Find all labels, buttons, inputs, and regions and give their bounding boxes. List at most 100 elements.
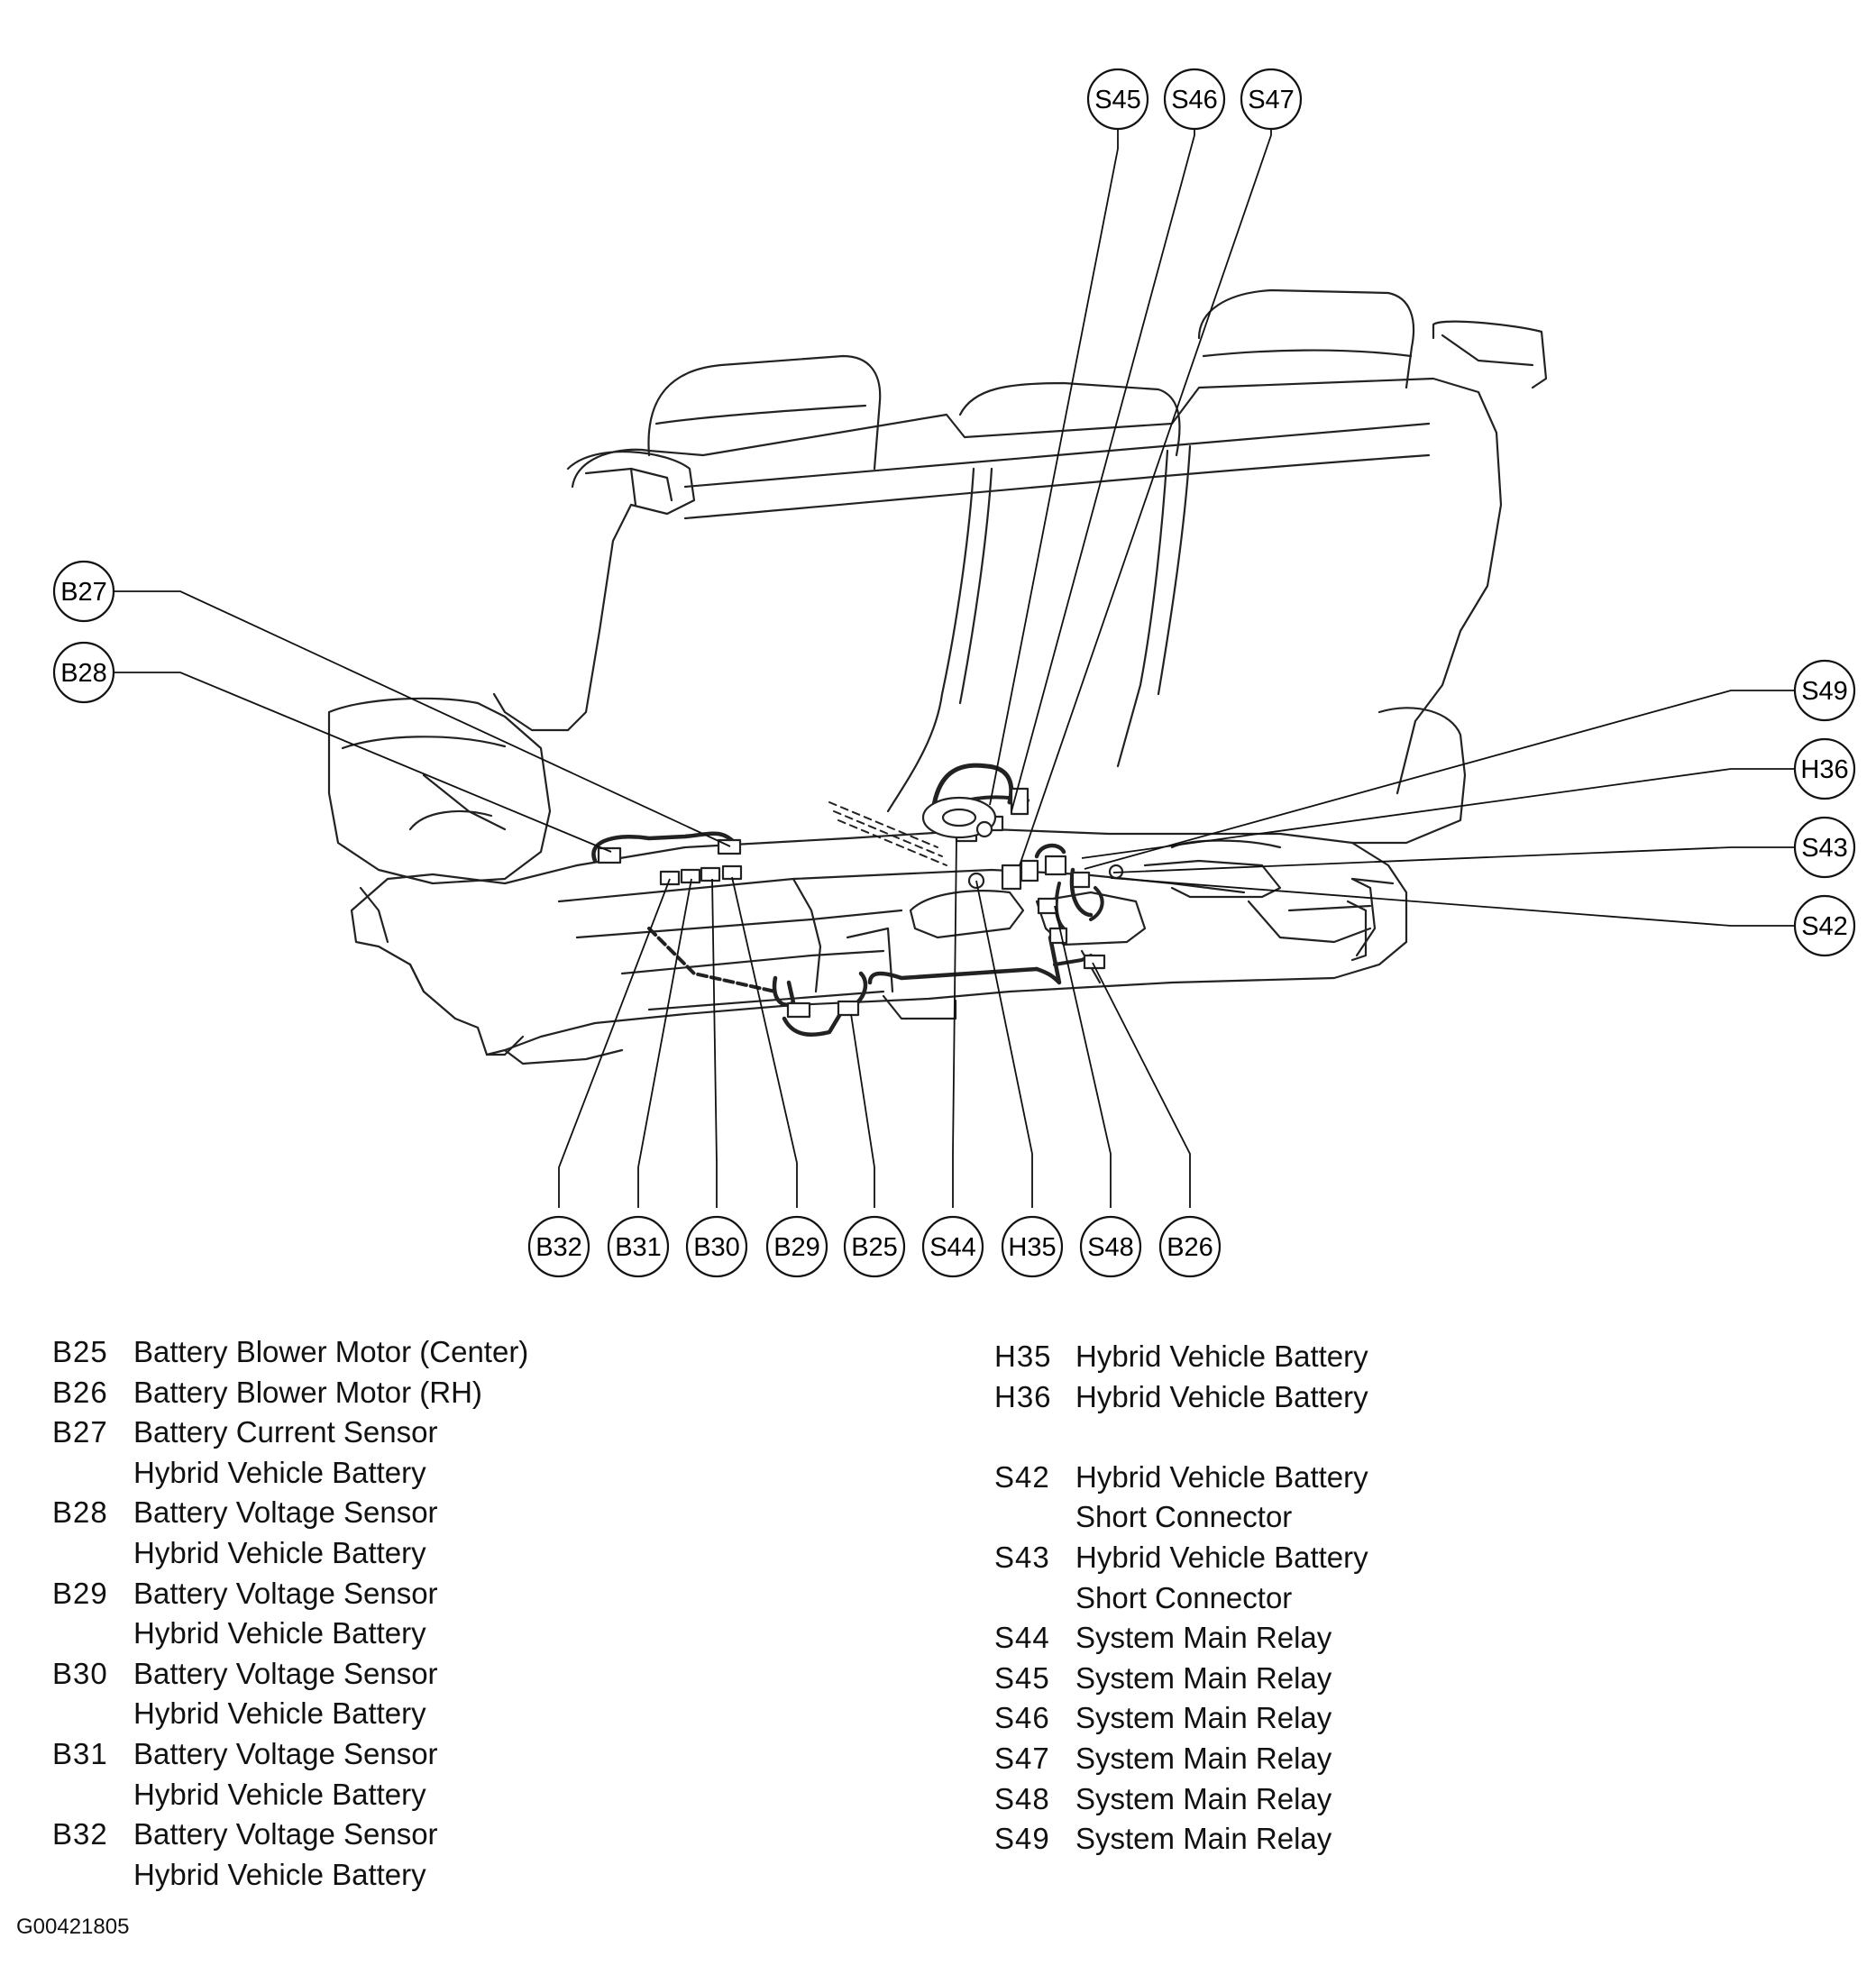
legend-item-s45: S45 System Main Relay (994, 1659, 1368, 1699)
callout-s43-label: S43 (1801, 834, 1848, 863)
legend-item-b29: B29 Battery Voltage Sensor (52, 1574, 528, 1614)
legend-item-s48: S48 System Main Relay (994, 1779, 1368, 1820)
legend-item-b32: B32 Battery Voltage Sensor (52, 1815, 528, 1855)
legend-code: B31 (52, 1736, 108, 1770)
callout-b31: B31 (607, 1215, 670, 1278)
legend-item-b29-continued: Hybrid Vehicle Battery (52, 1614, 528, 1654)
legend-item-b31-continued: Hybrid Vehicle Battery (52, 1775, 528, 1815)
component-location-diagram: S45 S46 S47 B27 B28 S49 H36 S43 (52, 68, 1856, 1278)
legend-code: S48 (994, 1781, 1050, 1815)
legend-description: System Main Relay (1075, 1621, 1332, 1655)
callout-s47: S47 (1240, 68, 1303, 131)
legend-item-b30: B30 Battery Voltage Sensor (52, 1654, 528, 1695)
callout-b29-label: B29 (773, 1233, 820, 1262)
callout-h36-label: H36 (1800, 755, 1848, 784)
legend-description: Hybrid Vehicle Battery (1075, 1339, 1368, 1373)
legend-code: S49 (994, 1822, 1050, 1856)
legend-description: Short Connector (1075, 1500, 1293, 1534)
callout-b28: B28 (52, 641, 115, 704)
legend-item-b28-continued: Hybrid Vehicle Battery (52, 1533, 528, 1574)
legend-description: Battery Current Sensor (133, 1415, 438, 1449)
legend-item-s43: S43 Hybrid Vehicle Battery (994, 1538, 1368, 1578)
legend-code: B29 (52, 1576, 108, 1610)
legend-code: B26 (52, 1375, 108, 1409)
legend-description: Hybrid Vehicle Battery (133, 1696, 426, 1731)
callout-s42: S42 (1793, 894, 1856, 957)
legend-code: B30 (52, 1656, 108, 1690)
legend-code: S44 (994, 1621, 1050, 1655)
callout-b30: B30 (685, 1215, 748, 1278)
callout-b27: B27 (52, 560, 115, 623)
callout-s45-label: S45 (1094, 86, 1141, 114)
legend-code: B32 (52, 1817, 108, 1851)
legend-code: H36 (994, 1379, 1052, 1413)
legend-gap (994, 1417, 1368, 1458)
callout-h36: H36 (1793, 737, 1856, 800)
callout-s44: S44 (921, 1215, 984, 1278)
callout-b32-label: B32 (535, 1233, 582, 1262)
callout-b29: B29 (765, 1215, 828, 1278)
callout-s48: S48 (1079, 1215, 1142, 1278)
legend-item-b27-continued: Hybrid Vehicle Battery (52, 1453, 528, 1494)
legend-description: System Main Relay (1075, 1781, 1332, 1815)
legend-item-s43-continued: Short Connector (994, 1578, 1368, 1619)
callout-s46-label: S46 (1171, 86, 1218, 114)
callout-b25: B25 (843, 1215, 906, 1278)
legend-item-h35: H35 Hybrid Vehicle Battery (994, 1337, 1368, 1377)
callout-s44-label: S44 (929, 1233, 976, 1262)
callout-s46: S46 (1163, 68, 1226, 131)
legend-code: B28 (52, 1495, 108, 1530)
legend-description: Battery Voltage Sensor (133, 1495, 438, 1530)
callout-b31-label: B31 (615, 1233, 662, 1262)
legend-description: Battery Blower Motor (Center) (133, 1335, 529, 1368)
legend-description: System Main Relay (1075, 1822, 1332, 1856)
legend-description: System Main Relay (1075, 1741, 1332, 1775)
legend-item-h36: H36 Hybrid Vehicle Battery (994, 1377, 1368, 1418)
legend-description: Hybrid Vehicle Battery (1075, 1540, 1368, 1574)
legend-item-s46: S46 System Main Relay (994, 1698, 1368, 1739)
legend-item-s44: S44 System Main Relay (994, 1618, 1368, 1659)
legend-code: S46 (994, 1701, 1050, 1735)
callout-labels: S45 S46 S47 B27 B28 S49 H36 S43 (52, 68, 1856, 1278)
legend-item-b27: B27 Battery Current Sensor (52, 1413, 528, 1453)
callout-b32: B32 (527, 1215, 590, 1278)
legend-item-s49: S49 System Main Relay (994, 1819, 1368, 1860)
legend-code: B27 (52, 1415, 108, 1449)
legend-item-b25: B25 Battery Blower Motor (Center) (52, 1332, 528, 1373)
legend-code: S42 (994, 1459, 1050, 1494)
legend-item-b31: B31 Battery Voltage Sensor (52, 1734, 528, 1775)
callout-s49: S49 (1793, 659, 1856, 722)
callout-s49-label: S49 (1801, 677, 1848, 706)
legend-description: Battery Voltage Sensor (133, 1656, 438, 1690)
legend-left-column: B25 Battery Blower Motor (Center) B26 Ba… (52, 1332, 528, 1895)
callout-h35-label: H35 (1008, 1233, 1056, 1262)
legend-description: Battery Voltage Sensor (133, 1817, 438, 1851)
legend-description: Hybrid Vehicle Battery (1075, 1459, 1368, 1494)
legend-item-s42-continued: Short Connector (994, 1497, 1368, 1538)
legend-description: Battery Blower Motor (RH) (133, 1375, 482, 1409)
callout-b26: B26 (1158, 1215, 1222, 1278)
callout-b28-label: B28 (60, 659, 107, 688)
callout-h35: H35 (1001, 1215, 1064, 1278)
callout-b26-label: B26 (1167, 1233, 1213, 1262)
legend-code: B25 (52, 1335, 108, 1368)
legend-description: Battery Voltage Sensor (133, 1576, 438, 1610)
legend-right-column: H35 Hybrid Vehicle Battery H36 Hybrid Ve… (994, 1337, 1368, 1860)
legend-description: System Main Relay (1075, 1701, 1332, 1735)
legend-code: S43 (994, 1540, 1050, 1574)
figure-id: G00421805 (16, 1915, 130, 1939)
legend-description: Battery Voltage Sensor (133, 1736, 438, 1770)
callout-s45: S45 (1086, 68, 1149, 131)
callout-b30-label: B30 (693, 1233, 740, 1262)
legend-description: Hybrid Vehicle Battery (1075, 1379, 1368, 1413)
legend-code: H35 (994, 1339, 1052, 1373)
callout-b25-label: B25 (851, 1233, 898, 1262)
callout-s42-label: S42 (1801, 912, 1848, 941)
legend-item-b32-continued: Hybrid Vehicle Battery (52, 1855, 528, 1896)
legend-description: Hybrid Vehicle Battery (133, 1777, 426, 1811)
legend-description: Short Connector (1075, 1580, 1293, 1614)
legend-code: S45 (994, 1660, 1050, 1695)
callout-b27-label: B27 (60, 578, 107, 607)
callout-s48-label: S48 (1087, 1233, 1134, 1262)
legend-description: Hybrid Vehicle Battery (133, 1455, 426, 1489)
